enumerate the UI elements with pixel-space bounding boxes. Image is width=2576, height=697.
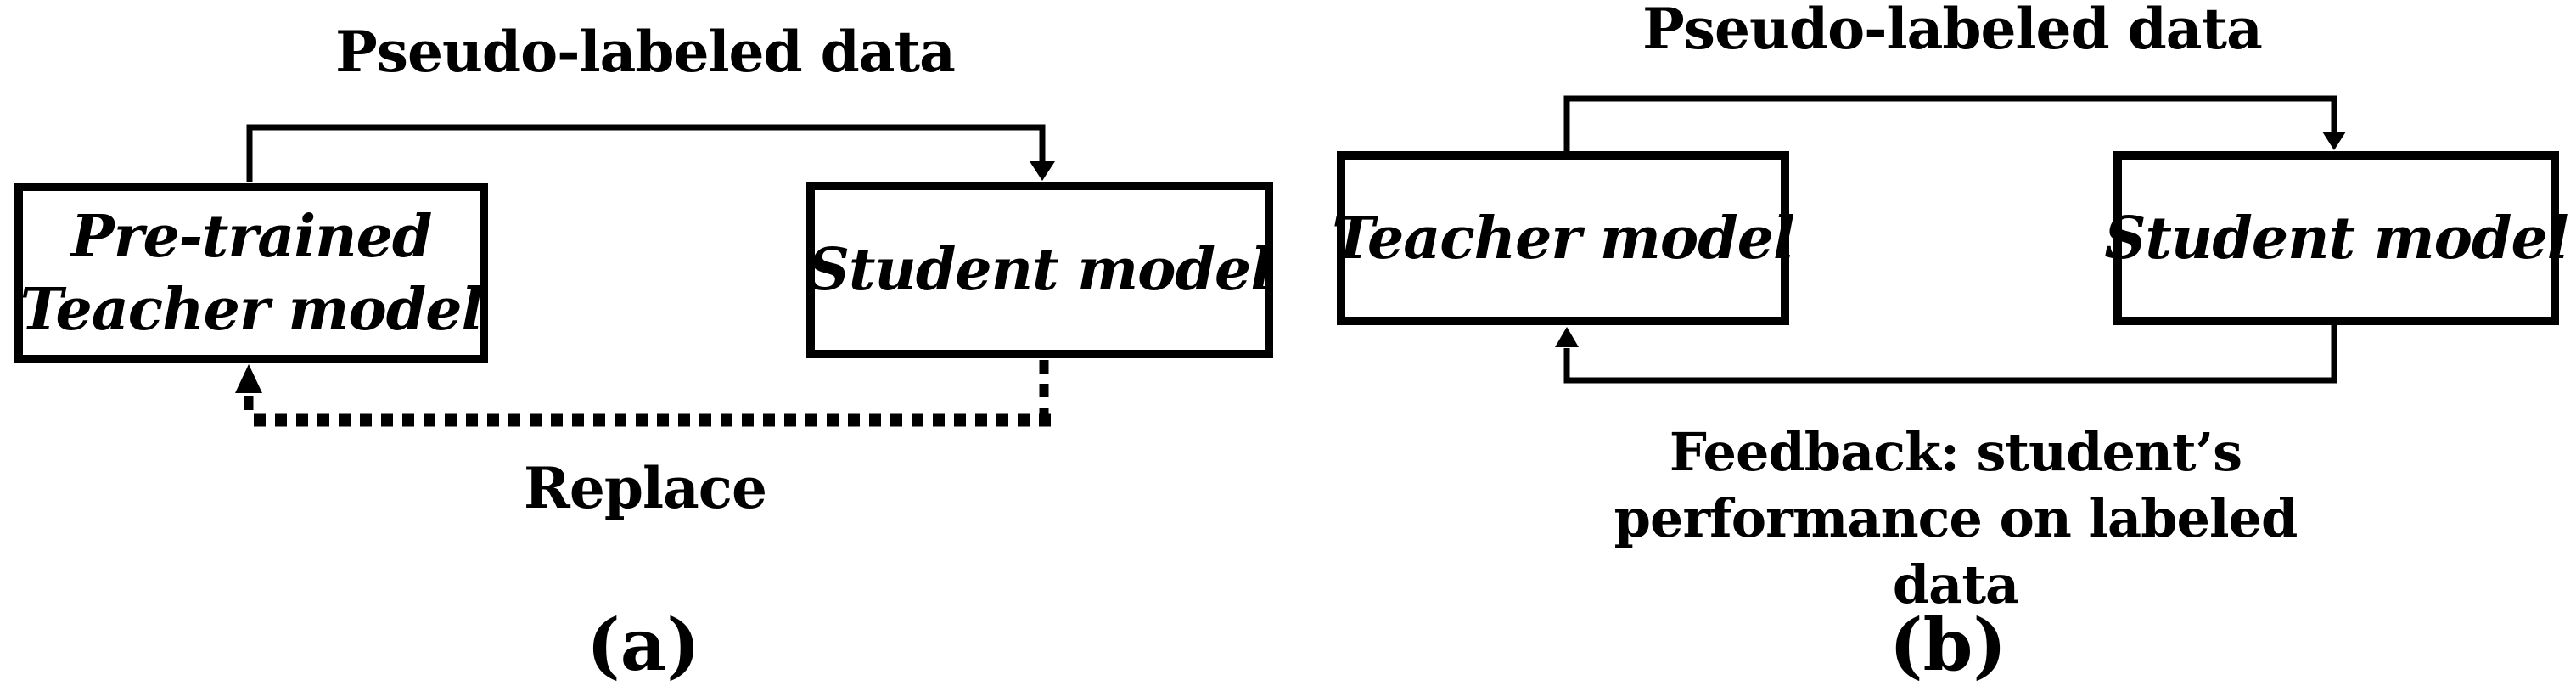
panel-a-teacher-box-label-line2: Teacher model bbox=[20, 275, 484, 344]
panel-a-teacher-model-box: Pre-trained Teacher model bbox=[14, 183, 488, 363]
panel-b-pseudo-label-arrow-line bbox=[1563, 95, 2337, 158]
panel-a-replace-label: Replace bbox=[523, 455, 767, 521]
panel-a-pseudo-labeled-data-label: Pseudo-labeled data bbox=[335, 19, 956, 85]
panel-a-caption: (a) bbox=[586, 603, 700, 687]
panel-b-caption: (b) bbox=[1889, 603, 2007, 687]
panel-b-pseudo-labeled-data-label: Pseudo-labeled data bbox=[1642, 0, 2263, 62]
panel-a-pseudo-label-arrow-line bbox=[246, 124, 1046, 182]
panel-a-arrowhead-down-icon bbox=[1030, 161, 1055, 181]
panel-b-teacher-box-label: Teacher model bbox=[1332, 204, 1795, 273]
panel-a-student-box-label: Student model bbox=[807, 236, 1272, 304]
panel-a-replace-dash bbox=[244, 396, 254, 410]
panel-b-feedback-label-line2: performance on labeled data bbox=[1614, 487, 2298, 615]
panel-b-student-box-label: Student model bbox=[2104, 204, 2568, 273]
panel-a-arrowhead-up-icon bbox=[235, 364, 262, 393]
panel-b-student-model-box: Student model bbox=[2104, 151, 2569, 325]
panel-b-arrowhead-up-icon bbox=[1555, 327, 1579, 347]
panel-b-feedback-arrow-line bbox=[1563, 324, 2337, 384]
panel-b-feedback-label: Feedback: student’s performance on label… bbox=[1552, 419, 2359, 618]
panel-b-teacher-model-box: Teacher model bbox=[1332, 151, 1795, 325]
panel-a-teacher-box-label-line1: Pre-trained bbox=[70, 202, 433, 271]
panel-b-feedback-label-line1: Feedback: student’s bbox=[1669, 421, 2242, 483]
panel-a-student-model-box: Student model bbox=[806, 182, 1273, 358]
panel-b-arrowhead-down-icon bbox=[2322, 132, 2346, 150]
